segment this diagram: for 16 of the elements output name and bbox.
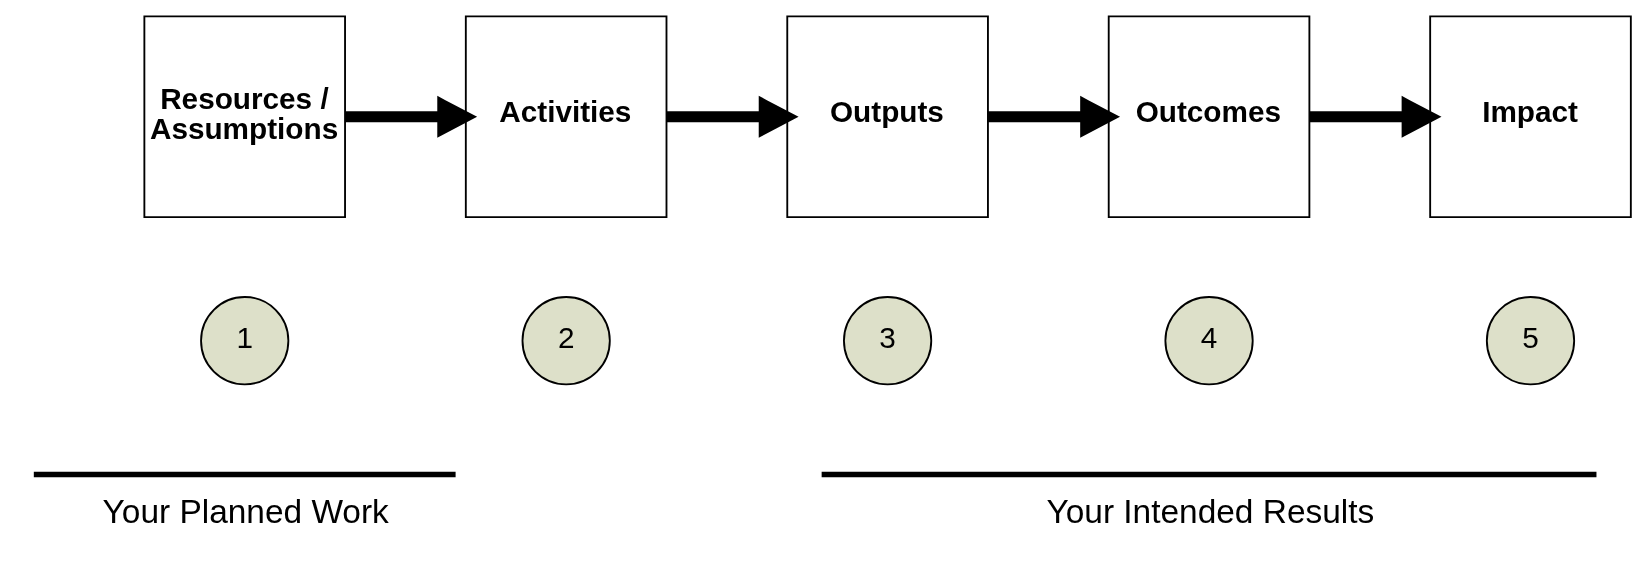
arrow (345, 95, 478, 138)
label: Your Intended Results (1046, 492, 1375, 530)
node-box: Impact (1429, 15, 1632, 218)
node-circle: 4 (1164, 295, 1254, 385)
arrow (666, 95, 799, 138)
node-box: Activities (464, 15, 668, 218)
node-box: Outcomes (1107, 15, 1311, 218)
arrow (988, 95, 1121, 138)
node-circle: 1 (200, 295, 290, 385)
node-circle: 5 (1485, 295, 1576, 385)
node-box: Outputs (786, 15, 989, 218)
node-circle: 2 (521, 295, 611, 385)
arrow (1309, 95, 1442, 138)
label: Your Planned Work (102, 492, 389, 530)
node-circle: 3 (843, 295, 933, 385)
node-box: Resources / Assumptions (143, 15, 346, 218)
